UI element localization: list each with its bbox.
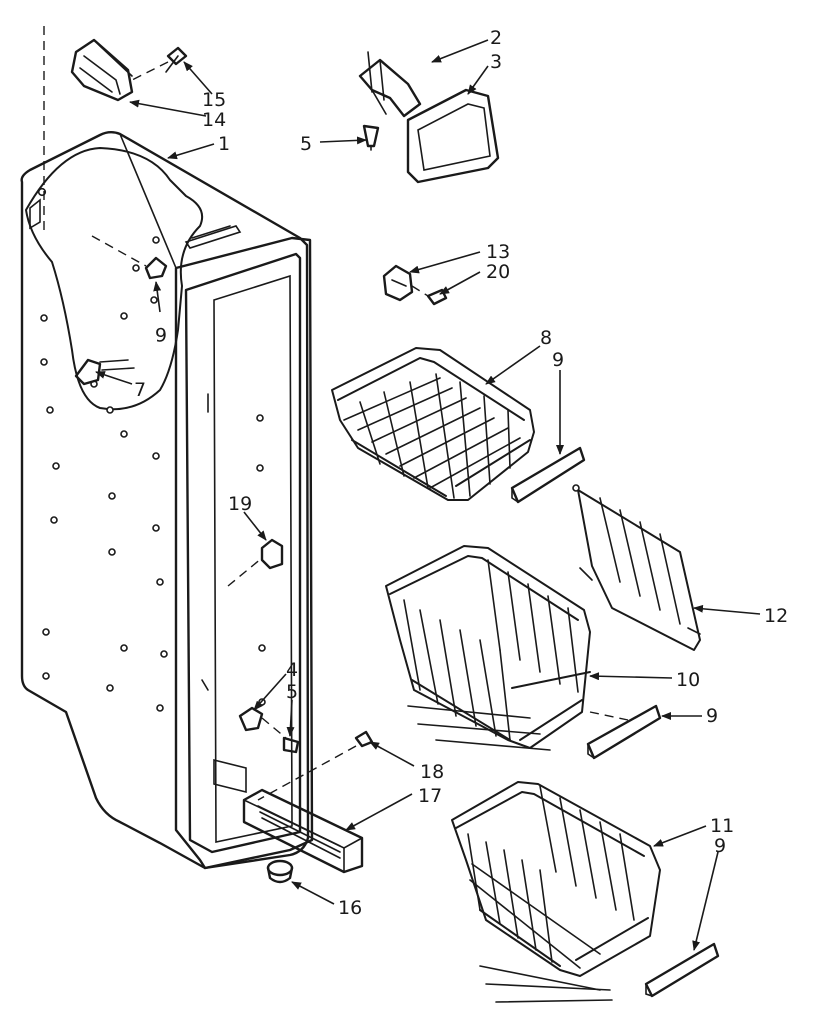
wire-basket-upper bbox=[331, 347, 535, 501]
callout-14: 14 bbox=[202, 109, 226, 131]
callout-5-lower: 5 bbox=[286, 681, 298, 703]
thermostat-clip bbox=[91, 235, 168, 280]
leveling-foot bbox=[266, 859, 294, 884]
callout-labels: 1 2 3 5 15 14 6 7 13 20 8 9 12 10 9 19 4… bbox=[134, 27, 788, 919]
callout-15: 15 bbox=[202, 89, 226, 111]
lower-hinge-bracket bbox=[238, 706, 287, 739]
callout-4: 4 bbox=[286, 659, 298, 681]
callout-9-upper: 9 bbox=[552, 349, 564, 371]
wire-basket-lower bbox=[451, 781, 661, 1003]
shelf-trim-middle bbox=[586, 704, 662, 760]
side-clip bbox=[227, 538, 284, 587]
shelf-trim-upper bbox=[510, 446, 586, 504]
wire-basket-middle bbox=[385, 545, 591, 751]
callout-6: 6 bbox=[155, 323, 167, 345]
callout-9-middle: 9 bbox=[706, 705, 718, 727]
callout-11: 11 bbox=[710, 815, 734, 837]
callout-9-lower: 9 bbox=[714, 835, 726, 857]
callout-17: 17 bbox=[418, 785, 442, 807]
callout-10: 10 bbox=[676, 669, 700, 691]
callout-12: 12 bbox=[764, 605, 788, 627]
freezer-liner bbox=[20, 131, 314, 870]
bracket-screw bbox=[165, 46, 188, 73]
shelf-trim-lower bbox=[644, 942, 720, 998]
wire-divider bbox=[572, 484, 701, 651]
cover-screw bbox=[362, 124, 380, 151]
liner-mount-holes bbox=[37, 187, 266, 712]
callout-18: 18 bbox=[420, 761, 444, 783]
light-cover bbox=[406, 88, 500, 184]
callout-3: 3 bbox=[490, 51, 502, 73]
upper-bracket bbox=[358, 51, 422, 118]
callout-7: 7 bbox=[134, 379, 146, 401]
light-socket bbox=[382, 264, 414, 302]
callout-5-upper: 5 bbox=[300, 133, 312, 155]
socket-guide-line bbox=[411, 285, 429, 297]
callout-2: 2 bbox=[490, 27, 502, 49]
callout-1: 1 bbox=[218, 133, 230, 155]
grille-screw bbox=[257, 730, 374, 801]
light-bulb bbox=[426, 288, 448, 306]
callout-19: 19 bbox=[228, 493, 252, 515]
lower-hinge-screw bbox=[282, 736, 300, 754]
callout-20: 20 bbox=[486, 261, 510, 283]
top-bracket bbox=[70, 38, 134, 102]
trim-guide-line-middle bbox=[589, 711, 629, 721]
damper-clip bbox=[74, 358, 135, 386]
bottom-grille bbox=[242, 788, 364, 874]
bracket-screw-guide-line bbox=[131, 61, 169, 81]
callout-16: 16 bbox=[338, 897, 362, 919]
leader-lines bbox=[95, 39, 761, 951]
callout-13: 13 bbox=[486, 241, 510, 263]
callout-8: 8 bbox=[540, 327, 552, 349]
